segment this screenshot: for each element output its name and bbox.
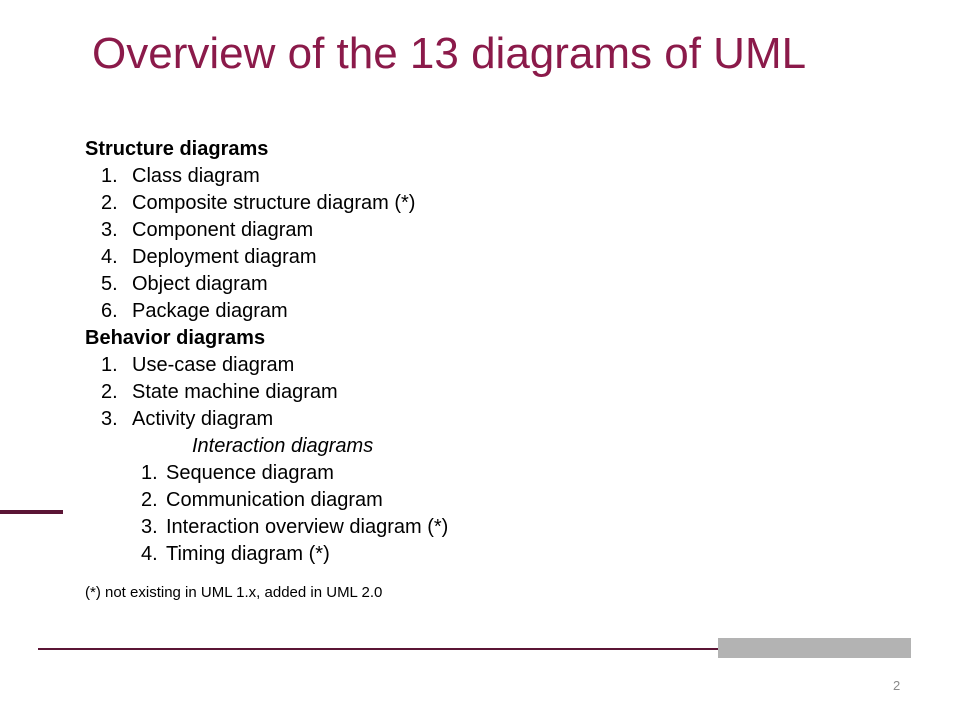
diagram-list: Structure diagrams 1. Class diagram 2. Com… [85,136,448,602]
item-label: Class diagram [132,165,260,187]
interaction-diagrams-list: 1. Sequence diagram 2. Communication diagr… [85,460,448,568]
list-item: 1. Sequence diagram [85,460,448,487]
item-number: 4. [141,543,158,565]
list-item: 1. Use-case diagram [85,352,448,379]
item-label: Timing diagram (*) [166,543,330,565]
item-label: State machine diagram [132,381,338,403]
item-label: Activity diagram [132,408,274,430]
gray-accent-bar [718,638,911,658]
structure-diagrams-list: 1. Class diagram 2. Composite structure di… [85,163,448,325]
item-label: Communication diagram [166,489,383,511]
footnote: (*) not existing in UML 1.x, added in UM… [85,584,383,601]
behavior-diagrams-heading: Behavior diagrams [85,327,266,349]
list-item: 3. Activity diagram [85,406,448,433]
structure-diagrams-heading: Structure diagrams [85,138,269,160]
item-number: 1. [101,165,118,187]
item-number: 3. [141,516,158,538]
item-number: 1. [101,354,118,376]
item-label: Interaction overview diagram (*) [166,516,449,538]
item-label: Deployment diagram [132,246,317,268]
item-label: Sequence diagram [166,462,334,484]
list-item: 3. Component diagram [85,217,448,244]
interaction-diagrams-heading: Interaction diagrams [192,435,374,457]
item-label: Composite structure diagram (*) [132,192,416,214]
item-number: 2. [101,192,118,214]
item-label: Package diagram [132,300,288,322]
item-label: Use-case diagram [132,354,295,376]
list-item: 5. Object diagram [85,271,448,298]
item-number: 3. [101,219,118,241]
item-number: 1. [141,462,158,484]
list-item: 6. Package diagram [85,298,448,325]
list-item: 4. Timing diagram (*) [85,541,448,568]
item-number: 2. [101,381,118,403]
behavior-diagrams-list: 1. Use-case diagram 2. State machine diagr… [85,352,448,433]
item-number: 6. [101,300,118,322]
list-item: 2. Communication diagram [85,487,448,514]
list-item: 2. State machine diagram [85,379,448,406]
item-number: 2. [141,489,158,511]
list-item: 1. Class diagram [85,163,448,190]
left-accent-line [0,510,63,514]
bottom-divider-line [38,648,911,650]
page-number: 2 [893,678,901,693]
item-number: 5. [101,273,118,295]
item-label: Component diagram [132,219,314,241]
slide-title: Overview of the 13 diagrams of UML [92,29,807,78]
list-item: 2. Composite structure diagram (*) [85,190,448,217]
item-number: 3. [101,408,118,430]
item-label: Object diagram [132,273,268,295]
item-number: 4. [101,246,118,268]
list-item: 4. Deployment diagram [85,244,448,271]
list-item: 3. Interaction overview diagram (*) [85,514,448,541]
